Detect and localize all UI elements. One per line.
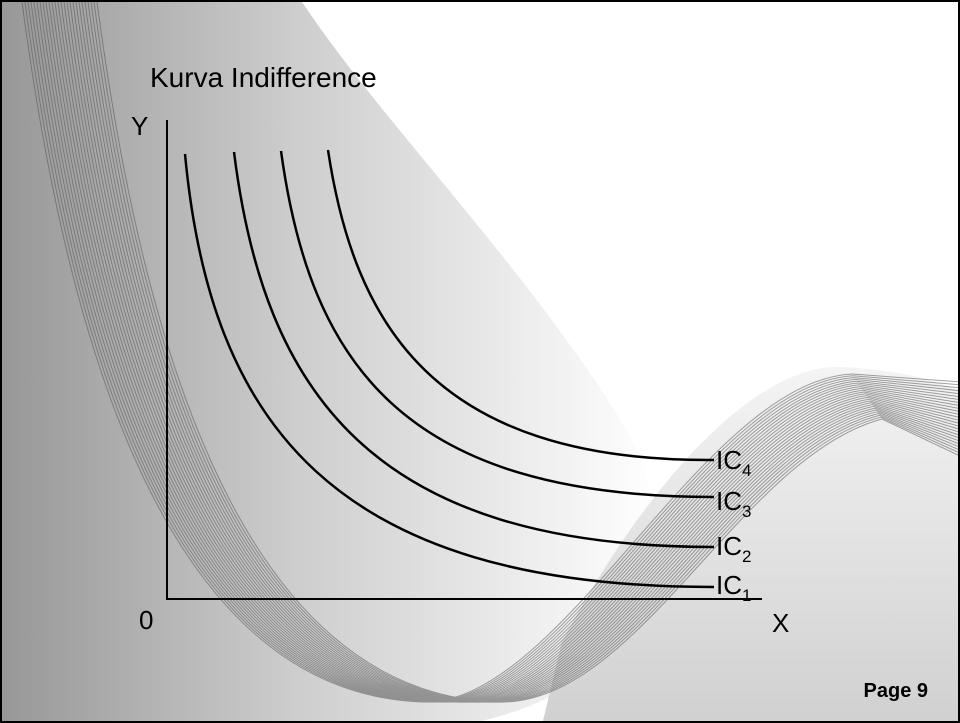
curve-ic1 [183,153,715,589]
curve-ic2 [232,151,715,549]
swoosh-line [78,2,958,703]
swoosh-line [69,2,958,703]
y-axis-label: Y [131,111,148,141]
swoosh-line [96,2,958,703]
ic1-label: IC1 [716,570,751,605]
swoosh-line [93,2,958,703]
curve-ic4 [326,149,715,462]
swoosh-line [75,2,958,703]
swoosh-line [51,2,958,703]
ic3-label: IC3 [716,486,751,521]
swoosh-line [45,2,958,703]
swoosh-line [72,2,958,703]
swoosh-line [84,2,958,703]
swoosh-line [63,2,958,703]
swoosh-line [66,2,958,703]
swoosh-line [57,2,958,703]
ic2-label: IC2 [716,531,751,566]
swoosh-line [39,2,958,703]
origin-label: 0 [139,605,153,635]
swoosh-line [60,2,958,703]
swoosh-line [48,2,958,703]
x-axis-label: X [772,608,789,638]
swoosh-line [42,2,958,703]
curve-ic3 [279,150,715,499]
swoosh-line [81,2,958,703]
slide-title: Kurva Indifference [150,62,377,93]
swoosh-line [54,2,958,703]
page-number: Page 9 [863,680,928,702]
swoosh-line [87,2,958,703]
ic4-label: IC4 [716,445,751,480]
swoosh-line [90,2,958,703]
